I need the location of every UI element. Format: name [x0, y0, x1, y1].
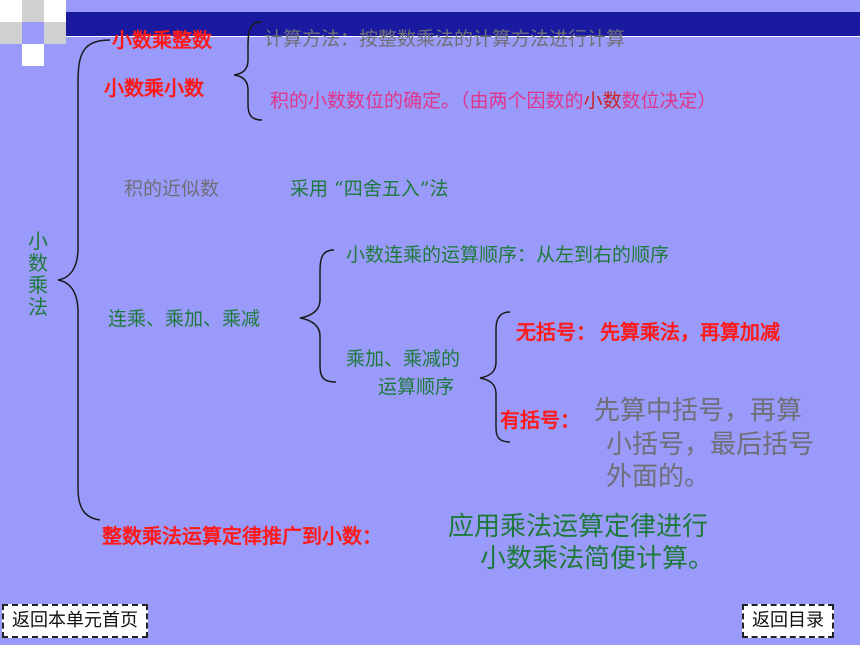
mixed-order-line1: 乘加、乘减的 [346, 348, 461, 370]
decimal-place-note-part1: 积的小数数位的确定。（由两个因数的 [270, 90, 584, 112]
mixed-order-line2: 运算顺序 [378, 376, 455, 398]
continuous-order-note: 小数连乘的运算顺序：从左到右的顺序 [346, 244, 670, 266]
law-note-line2: 小数乘法简便计算。 [480, 544, 715, 574]
topic-decimal-times-decimal: 小数乘小数 [104, 76, 204, 100]
corner-square-5 [44, 22, 66, 44]
no-bracket-label: 无括号： [516, 320, 596, 344]
header-line [66, 36, 860, 37]
no-bracket-rule: 先算乘法，再算加减 [600, 320, 780, 344]
header-bar [66, 12, 860, 36]
calc-method-note: 计算方法：按整数乘法的计算方法进行计算 [264, 28, 626, 50]
law-note-line1: 应用乘法运算定律进行 [448, 512, 709, 542]
bracket-rule-line3: 外面的。 [606, 462, 711, 492]
back-to-toc-button[interactable]: 返回目录 [742, 604, 834, 638]
corner-square-2 [22, 0, 44, 22]
main-topic-title: 小数乘法 [28, 229, 48, 319]
bracket-label: 有括号： [500, 408, 580, 432]
topic-law-extension: 整数乘法运算定律推广到小数： [102, 524, 382, 548]
decimal-place-note: 积的小数数位的确定。（由两个因数的小数数位决定） [270, 86, 717, 113]
decimal-place-note-part3: 数位决定） [621, 90, 717, 112]
corner-square-1 [0, 0, 22, 22]
corner-square-4 [0, 22, 22, 44]
corner-square-6 [22, 44, 44, 66]
bracket-rule-line2: 小括号，最后括号 [606, 430, 815, 460]
rounding-note: 采用 “四舍五入”法 [290, 178, 449, 200]
corner-square-3 [44, 0, 66, 22]
topic-approximate: 积的近似数 [124, 178, 220, 200]
decimal-place-note-part2: 小数 [583, 90, 622, 112]
topic-continuous-ops: 连乘、乘加、乘减 [108, 308, 261, 330]
topic-decimal-times-integer: 小数乘整数 [112, 28, 212, 52]
back-to-unit-home-button[interactable]: 返回本单元首页 [2, 604, 148, 638]
bracket-rule-line1: 先算中括号，再算 [594, 396, 803, 426]
